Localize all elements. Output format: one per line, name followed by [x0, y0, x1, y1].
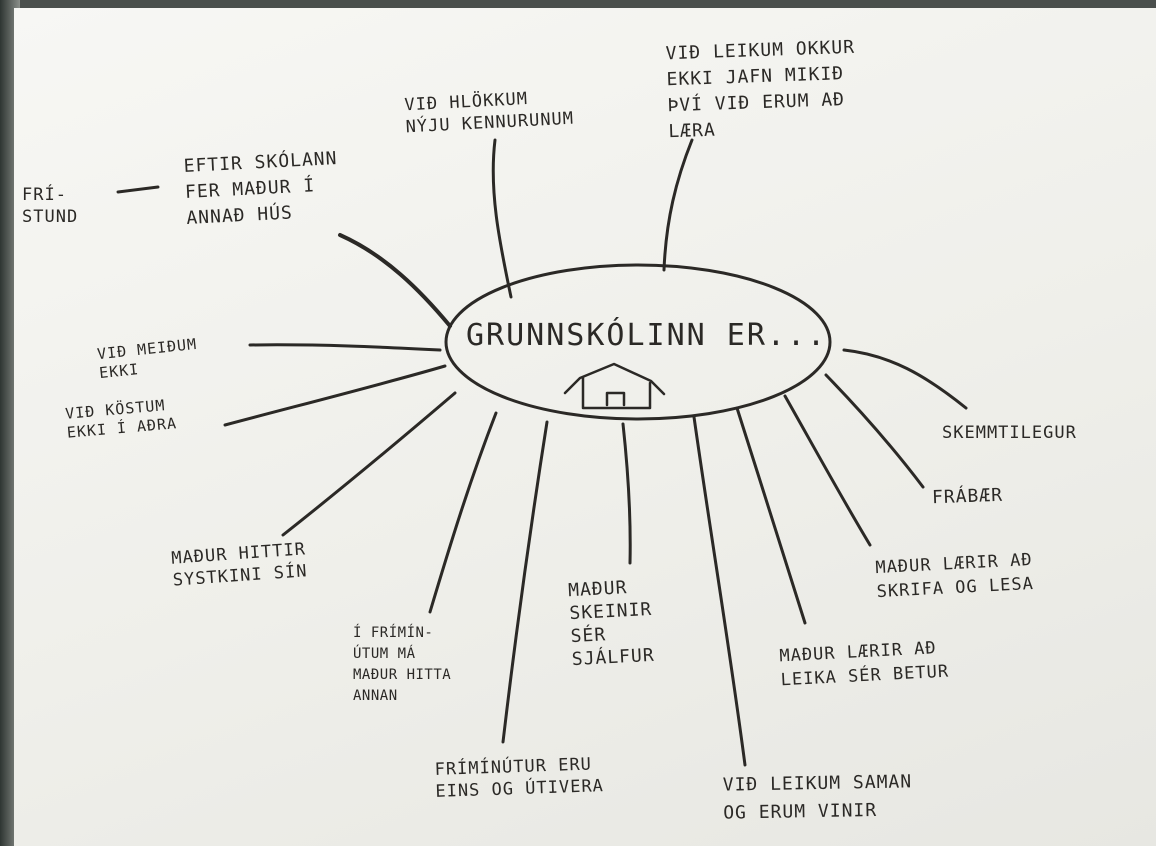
branch-friminutum: Í FRÍMÍN- ÚTUM MÁ MAÐUR HITTA ANNAN [353, 625, 452, 704]
branch-fristund: FRÍ- STUND [22, 185, 79, 227]
connector-eftir-skolann [338, 233, 452, 328]
connector-eins-og-utivera [501, 420, 549, 744]
connector-kostum [223, 364, 447, 427]
connector-systkini [281, 391, 457, 537]
center-ellipse [444, 263, 832, 421]
branch-skeinir: MAÐUR SKEINIR SÉR SJÁLFUR [567, 577, 656, 671]
branch-eftir-skolann: EFTIR SKÓLANN FER MAÐUR Í ANNAÐ HÚS [183, 148, 338, 229]
paper-sheet [14, 8, 1156, 846]
connector-hlokkum [491, 138, 513, 299]
connector-skemmtilegur [842, 348, 968, 410]
branch-frabaer: FRÁBÆR [931, 484, 1004, 509]
connector-skrifa-lesa [783, 394, 872, 547]
connector-leikum-saman [692, 415, 747, 767]
connector-fristund [116, 185, 160, 194]
branch-systkini: MAÐUR HITTIR SYSTKINI SÍN [170, 539, 309, 591]
house-icon [563, 362, 666, 410]
connector-leikum-ekki [662, 138, 694, 272]
branch-leika-betur: MAÐUR LÆRIR AÐ LEIKA SÉR BETUR [778, 638, 950, 691]
branch-hlokkum: VIÐ HLÖKKUM NÝJU KENNURUNUM [404, 88, 575, 138]
connector-friminutum [428, 411, 498, 614]
branch-leikum-ekki: VIÐ LEIKUM OKKUR EKKI JAFN MIKIÐ ÞVÍ VIÐ… [665, 36, 856, 143]
connector-skeinir [621, 422, 632, 565]
branch-skrifa-lesa: MAÐUR LÆRIR AÐ SKRIFA OG LESA [874, 549, 1035, 603]
branch-eins-og-utivera: FRÍMÍNÚTUR ERU EINS OG ÚTIVERA [434, 754, 605, 802]
connector-meidum [248, 343, 442, 352]
center-title: GRUNNSKÓLINN ER... [466, 318, 828, 353]
branch-leikum-saman: VIÐ LEIKUM SAMAN OG ERUM VINIR [722, 771, 913, 824]
connector-frabaer [824, 373, 925, 489]
branch-skemmtilegur: SKEMMTILEGUR [942, 423, 1077, 443]
connector-leika-betur [735, 406, 807, 625]
